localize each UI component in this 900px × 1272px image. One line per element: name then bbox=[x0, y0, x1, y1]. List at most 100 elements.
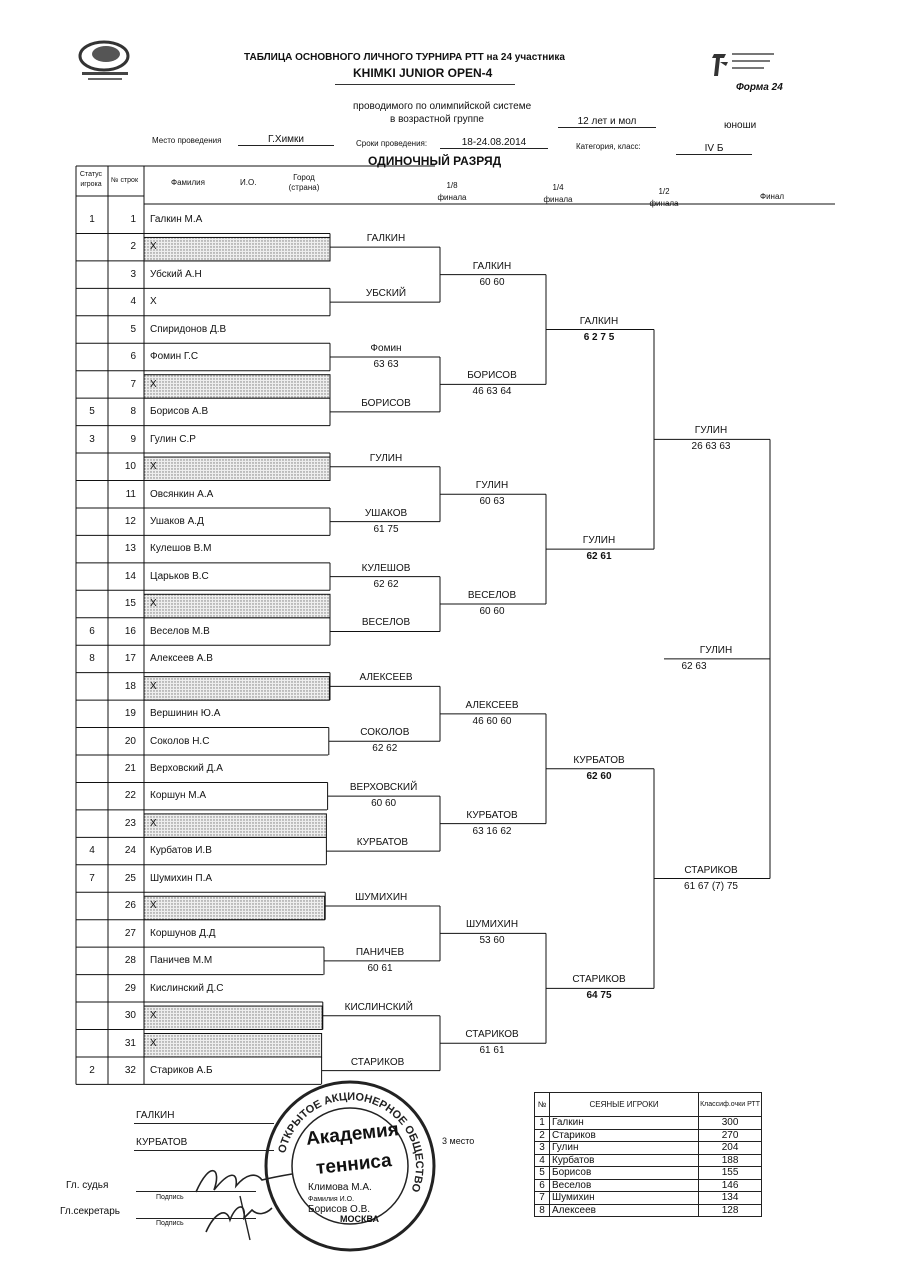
r16-winner-name: ПАНИЧЕВ bbox=[355, 946, 405, 958]
player-row-number: 6 bbox=[130, 351, 136, 363]
player-seed: 5 bbox=[89, 406, 95, 418]
player-name: Х bbox=[150, 598, 157, 610]
player-name: Х bbox=[150, 378, 157, 390]
left-logo bbox=[76, 38, 134, 86]
third-place-line2 bbox=[134, 1150, 274, 1151]
seeds-points: 300 bbox=[698, 1116, 762, 1130]
category-value: IV Б bbox=[676, 143, 752, 155]
player-name: Х bbox=[150, 1010, 157, 1022]
r16-winner-name: КИСЛИНСКИЙ bbox=[344, 1001, 413, 1013]
seeds-points: 146 bbox=[698, 1178, 762, 1192]
player-seed: 1 bbox=[89, 214, 95, 225]
col-surname: Фамилия bbox=[171, 178, 205, 187]
player-row-number: 25 bbox=[124, 872, 136, 884]
player-row-number: 31 bbox=[124, 1037, 136, 1049]
seeds-points: 134 bbox=[698, 1191, 762, 1205]
player-row-number: 10 bbox=[124, 461, 136, 473]
col-status: Статус игрока bbox=[79, 171, 103, 188]
seeds-points: 155 bbox=[698, 1166, 762, 1180]
col-rowno: № строк bbox=[111, 177, 139, 184]
conducted-text: проводимого по олимпийской системе bbox=[353, 101, 532, 112]
r16-winner-score: 62 62 bbox=[373, 578, 399, 590]
player-name: Х bbox=[150, 817, 157, 829]
player-row-number: 14 bbox=[124, 570, 136, 582]
player-name: Х bbox=[150, 241, 157, 253]
bye-slot bbox=[143, 1005, 323, 1030]
col-final: Финал bbox=[760, 192, 785, 201]
r16-winner-name: Фомин bbox=[370, 342, 402, 354]
secretary-sign-caption: Подпись bbox=[156, 1220, 184, 1227]
player-seed: 6 bbox=[89, 625, 95, 637]
r16-winner-name: КУЛЕШОВ bbox=[361, 562, 411, 574]
r16-winner-name: АЛЕКСЕЕВ bbox=[359, 672, 413, 684]
stamp-city: МОСКВА bbox=[340, 1214, 380, 1224]
sf-winner-score: 6 2 7 5 bbox=[583, 331, 615, 343]
player-row-number: 17 bbox=[124, 653, 136, 665]
dates-label: Сроки проведения: bbox=[356, 139, 428, 148]
player-name: Гулин С.Р bbox=[150, 433, 196, 445]
third-place-line1 bbox=[134, 1123, 274, 1124]
player-row-number: 27 bbox=[124, 927, 136, 939]
player-row-number: 21 bbox=[124, 763, 136, 774]
seeds-points: 128 bbox=[698, 1203, 762, 1217]
seeds-name: Алексеев bbox=[548, 1203, 700, 1217]
seeds-no: 5 bbox=[534, 1166, 550, 1180]
qf-winner-name: ВЕСЕЛОВ bbox=[467, 590, 517, 602]
player-name: Х bbox=[150, 296, 157, 308]
r16-winner-name: ГАЛКИН bbox=[366, 233, 406, 245]
player-row-number: 9 bbox=[130, 433, 136, 445]
player-row-number: 32 bbox=[124, 1064, 136, 1076]
final-finalist-score: 61 67 (7) 75 bbox=[684, 880, 738, 892]
sf-winner-name: КУРБАТОВ bbox=[573, 754, 625, 766]
qf-winner-score: 60 60 bbox=[479, 276, 505, 288]
r16-winner-name: ВЕСЕЛОВ bbox=[361, 617, 411, 629]
venue-label: Место проведения bbox=[152, 136, 222, 145]
player-name: Ушаков А.Д bbox=[150, 515, 204, 527]
third-place-label: 3 место bbox=[442, 1136, 475, 1146]
seeds-col-no: № bbox=[534, 1092, 550, 1117]
player-seed: 3 bbox=[89, 433, 95, 445]
seeds-no: 4 bbox=[534, 1153, 550, 1167]
player-seed: 8 bbox=[89, 653, 95, 665]
final-finalist-name: СТАРИКОВ bbox=[684, 864, 738, 876]
player-row-number: 11 bbox=[125, 488, 136, 500]
player-name: Верховский Д.А bbox=[150, 763, 223, 774]
seeds-no: 8 bbox=[534, 1203, 550, 1217]
qf-winner-name: АЛЕКСЕЕВ bbox=[465, 699, 519, 711]
r16-winner-name: ШУМИХИН bbox=[355, 891, 408, 903]
seeds-name: Борисов bbox=[548, 1166, 700, 1180]
rtt-logo bbox=[706, 48, 776, 80]
form-number: Форма 24 bbox=[736, 82, 783, 93]
player-name: Курбатов И.В bbox=[150, 845, 212, 857]
r16-winner-name: СОКОЛОВ bbox=[360, 727, 410, 739]
seeds-col-name: СЕЯНЫЕ ИГРОКИ bbox=[548, 1092, 700, 1117]
player-name: Соколов Н.С bbox=[150, 735, 210, 747]
seeds-no: 1 bbox=[534, 1116, 550, 1130]
player-row-number: 30 bbox=[124, 1010, 136, 1022]
col-initials: И.О. bbox=[240, 178, 257, 187]
player-name: Алексеев А.В bbox=[150, 653, 213, 665]
player-row-number: 29 bbox=[124, 982, 136, 994]
r16-winner-name: СТАРИКОВ bbox=[350, 1056, 405, 1068]
seeds-points: 270 bbox=[698, 1128, 762, 1142]
title-line: ТАБЛИЦА ОСНОВНОГО ЛИЧНОГО ТУРНИРА РТТ на… bbox=[244, 52, 565, 63]
player-row-number: 16 bbox=[124, 625, 136, 637]
player-name: Спиридонов Д.В bbox=[150, 323, 227, 335]
player-seed: 2 bbox=[89, 1064, 95, 1076]
player-name: Вершинин Ю.А bbox=[150, 708, 221, 720]
player-name: Х bbox=[150, 900, 157, 912]
player-row-number: 1 bbox=[130, 214, 136, 225]
player-name: Царьков В.С bbox=[150, 570, 209, 582]
bye-slot bbox=[143, 1033, 323, 1058]
qf-winner-score: 60 63 bbox=[479, 496, 505, 508]
r16-winner-score: 60 61 bbox=[367, 962, 393, 974]
player-name: Борисов А.В bbox=[150, 406, 209, 418]
qf-winner-name: ГУЛИН bbox=[475, 480, 509, 492]
referee-sign-caption: Подпись bbox=[156, 1194, 184, 1201]
r16-winner-score: 60 60 bbox=[371, 798, 397, 810]
